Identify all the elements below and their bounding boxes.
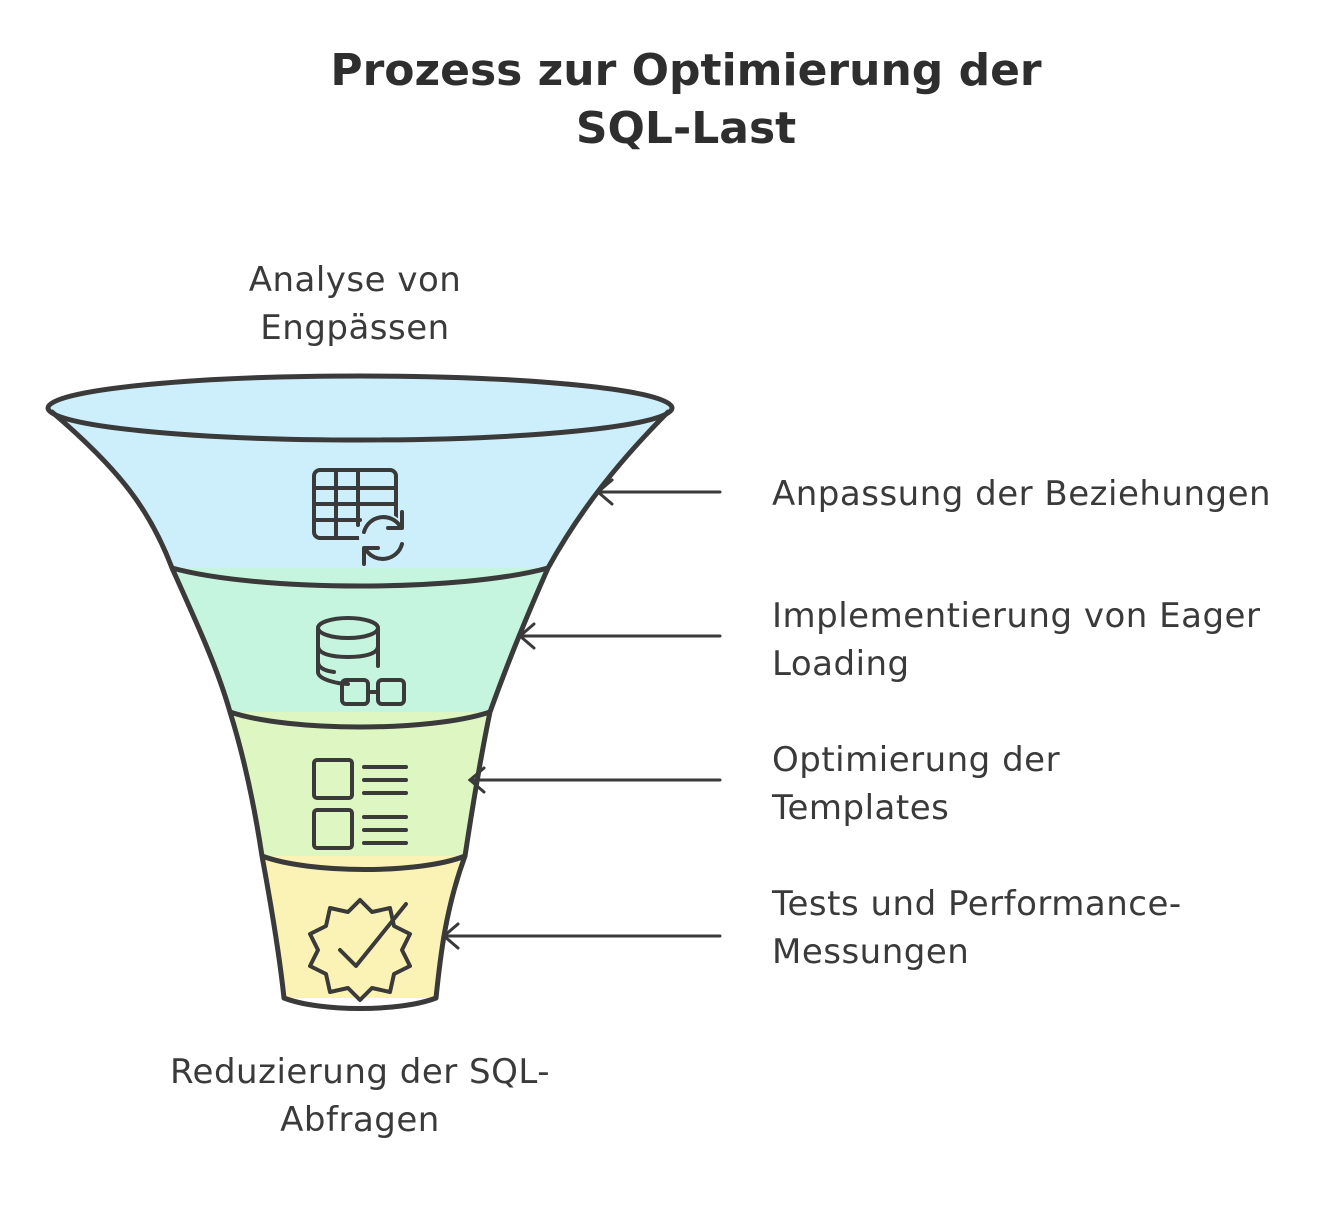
stage-fill-3 (230, 712, 490, 856)
divider-3 (261, 853, 466, 872)
stage-label-4: Tests und Performance-Messungen (772, 884, 1182, 972)
arrow-stage-3 (467, 766, 722, 794)
badge-check-icon (308, 898, 412, 1002)
template-list-icon (312, 758, 408, 850)
stage-label-3: Optimierung der Templates (772, 740, 1061, 828)
table-refresh-icon (312, 468, 407, 566)
divider-1 (171, 565, 549, 589)
arrow-stage-2 (517, 622, 722, 650)
funnel-rim-fill (48, 376, 672, 440)
stage-label-1: Anpassung der Beziehungen (772, 474, 1272, 514)
database-link-icon (316, 616, 406, 706)
stage-label-2: Implementierung von Eager Loading (772, 596, 1261, 684)
funnel-left-edge (49, 409, 287, 1001)
funnel-top-label: Analyse von Engpässen (248, 260, 462, 348)
funnel-rim (45, 373, 675, 443)
funnel-right-edge (433, 409, 671, 1001)
divider-2 (229, 709, 491, 730)
funnel-bottom-label: Reduzierung der SQL-Abfragen (169, 1052, 551, 1140)
stage-fill-2 (172, 568, 548, 712)
arrow-stage-4 (441, 922, 722, 950)
funnel-bottom-edge (281, 995, 439, 1011)
arrow-stage-1 (595, 478, 722, 506)
diagram-title: Prozess zur Optimierung der SQL-Last (330, 45, 1042, 154)
stage-fill-4 (262, 856, 465, 998)
